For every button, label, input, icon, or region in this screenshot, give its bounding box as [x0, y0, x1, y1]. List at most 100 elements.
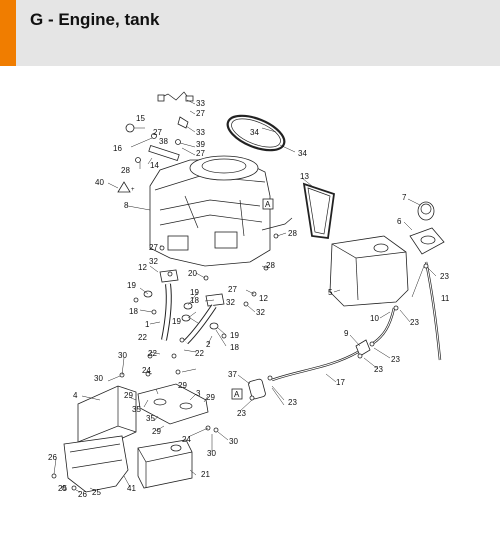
part-label: 25: [92, 488, 101, 497]
callout-marker-a: A: [231, 388, 243, 400]
part-label: 29: [152, 427, 161, 436]
part-label: 27: [149, 243, 158, 252]
fuel-cap-part: [417, 201, 435, 221]
part-label: 16: [113, 144, 122, 153]
exhaust-bracket-part: [137, 383, 209, 425]
callout-marker-a-text: A: [234, 390, 240, 399]
part-label: 28: [288, 229, 297, 238]
part-label: 12: [138, 263, 147, 272]
part-label: 27: [153, 128, 162, 137]
screw-part: [151, 133, 181, 145]
exploded-parts-diagram: + A A: [48, 91, 450, 499]
part-label: 21: [201, 470, 210, 479]
muffler-part: [137, 439, 193, 489]
part-label: 14: [150, 161, 159, 170]
part-label: 23: [410, 318, 419, 327]
part-label: 23: [440, 272, 449, 281]
part-label: 2: [206, 340, 211, 349]
fuel-line-part: [371, 307, 396, 345]
callout-marker-a: A: [262, 198, 274, 210]
part-label: 26: [78, 490, 87, 499]
part-label: 30: [229, 437, 238, 446]
part-label: 34: [250, 128, 259, 137]
page-header: G - Engine, tank: [0, 0, 500, 66]
part-label: 5: [328, 288, 333, 297]
fuel-tank-part: [329, 235, 409, 307]
throttle-cable-part: [157, 91, 194, 102]
part-label: 18: [129, 307, 138, 316]
part-label: 18: [190, 296, 199, 305]
part-label: 22: [148, 349, 157, 358]
part-label: 30: [94, 374, 103, 383]
part-label: 15: [136, 114, 145, 123]
part-label: 4: [73, 391, 78, 400]
part-label: 3: [196, 389, 201, 398]
hose-clip-part: [148, 145, 180, 161]
part-label: 7: [402, 193, 407, 202]
part-label: 19: [172, 317, 181, 326]
part-label: 27: [196, 109, 205, 118]
part-label: 24: [142, 366, 151, 375]
part-label: 40: [95, 178, 104, 187]
part-label: 19: [230, 331, 239, 340]
part-label: 28: [266, 261, 275, 270]
part-label: 28: [121, 166, 130, 175]
part-label: 18: [230, 343, 239, 352]
leader-lines: [53, 99, 437, 493]
callout-marker-a-text: A: [265, 200, 271, 209]
part-label: 9: [344, 329, 349, 338]
part-label: 27: [228, 285, 237, 294]
part-label: 33: [196, 128, 205, 137]
part-label: 6: [397, 217, 402, 226]
part-label: 1: [145, 320, 150, 329]
part-label: 22: [195, 349, 204, 358]
part-label: 23: [237, 409, 246, 418]
intake-pipe-part: [183, 304, 217, 345]
svg-text:+: +: [131, 187, 135, 193]
part-label: 12: [259, 294, 268, 303]
part-label: 13: [300, 172, 309, 181]
hardware-screws: [51, 233, 429, 491]
part-label: 11: [441, 294, 450, 303]
part-label: 34: [298, 149, 307, 158]
screw-part: [135, 157, 141, 163]
part-label: 23: [288, 398, 297, 407]
part-label: 30: [118, 351, 127, 360]
part-label: 17: [336, 378, 345, 387]
part-label: 25: [58, 484, 67, 493]
ring-belt-part: [226, 114, 286, 152]
accent-bar: [0, 0, 16, 66]
filler-neck-part: [409, 227, 445, 255]
part-label: 37: [228, 370, 237, 379]
part-label: 33: [196, 99, 205, 108]
part-number-labels: 33 27 15 33 27 38 39 27 16 14 28 34 34 1…: [48, 99, 450, 499]
part-label: 32: [226, 298, 235, 307]
part-label: 30: [207, 449, 216, 458]
part-label: 39: [196, 140, 205, 149]
bracket-part: [355, 339, 371, 357]
fuel-hose-part: [424, 261, 442, 361]
warning-label-part: +: [117, 181, 135, 193]
part-label: 29: [178, 381, 187, 390]
part-label: 8: [124, 201, 129, 210]
fuel-filter-part: [248, 378, 266, 400]
part-label: 35: [146, 414, 155, 423]
intake-pipe-part: [161, 283, 172, 341]
part-label: 29: [206, 393, 215, 402]
part-label: 38: [159, 137, 168, 146]
part-label: 22: [138, 333, 147, 342]
drive-belt-part: [302, 182, 335, 240]
part-label: 19: [190, 288, 199, 297]
part-label: 27: [196, 149, 205, 158]
bolt-part: [125, 123, 135, 133]
part-label: 35: [132, 405, 141, 414]
part-label: 26: [48, 453, 57, 462]
page-title: G - Engine, tank: [30, 10, 160, 29]
part-label: 32: [149, 257, 158, 266]
part-label: 20: [188, 269, 197, 278]
engine-part: [149, 155, 293, 267]
part-label: 29: [124, 391, 133, 400]
part-label: 19: [127, 281, 136, 290]
fuel-filter-bracket-part: [177, 116, 189, 129]
lower-shield-part: [63, 435, 129, 493]
